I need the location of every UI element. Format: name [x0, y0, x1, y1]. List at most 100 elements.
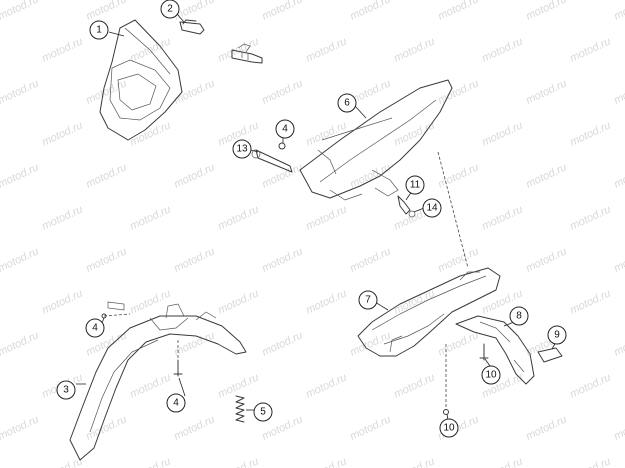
callout-14: 14: [422, 198, 442, 218]
watermark-text: motod.ru: [40, 203, 84, 232]
callout-2-label: 2: [167, 4, 173, 15]
watermark-text: motod.ru: [260, 77, 304, 106]
mask-clip: [179, 19, 205, 35]
callout-11: 11: [405, 175, 425, 195]
callout-1: 1: [89, 20, 109, 40]
watermark-text: motod.ru: [612, 161, 625, 190]
reflector: [537, 347, 563, 363]
watermark-text: motod.ru: [568, 371, 612, 400]
watermark-text: motod.ru: [260, 245, 304, 274]
watermark-text: motod.ru: [0, 161, 41, 190]
watermark-text: motod.ru: [40, 119, 84, 148]
watermark-text: motod.ru: [392, 35, 436, 64]
watermark-text: motod.ru: [40, 35, 84, 64]
fender-nut-4-top: [278, 142, 286, 150]
watermark-text: motod.ru: [304, 119, 348, 148]
callout-10-lower: 10: [439, 418, 459, 438]
watermark-text: motod.ru: [524, 413, 568, 442]
callout-10-upper: 10: [481, 365, 501, 385]
callout-4-left: 4: [85, 318, 105, 338]
watermark-text: motod.ru: [304, 371, 348, 400]
callout-8-label: 8: [516, 311, 522, 322]
rear-side-cover: [357, 267, 501, 357]
plate-holder: [455, 315, 535, 385]
callout-5-label: 5: [260, 407, 266, 418]
watermark-text: motod.ru: [84, 161, 128, 190]
callout-3-label: 3: [63, 385, 69, 396]
watermark-text: motod.ru: [612, 77, 625, 106]
rear-fender: [299, 79, 453, 201]
watermark-text: motod.ru: [0, 245, 41, 274]
watermark-text: motod.ru: [0, 413, 41, 442]
watermark-text: motod.ru: [436, 161, 480, 190]
callout-10-upper-label: 10: [485, 370, 497, 381]
watermark-text: motod.ru: [172, 245, 216, 274]
front-fender: [69, 303, 247, 461]
watermark-text: motod.ru: [524, 245, 568, 274]
watermark-text: motod.ru: [612, 413, 625, 442]
watermark-text: motod.ru: [348, 0, 392, 23]
watermark-text: motod.ru: [260, 329, 304, 358]
watermark-text: motod.ru: [172, 77, 216, 106]
watermark-text: motod.ru: [524, 0, 568, 23]
watermark-text: motod.ru: [304, 203, 348, 232]
callout-13: 13: [232, 139, 252, 159]
callout-6-label: 6: [344, 98, 350, 109]
callout-9-label: 9: [554, 330, 560, 341]
callout-4-top: 4: [275, 119, 295, 139]
side-panel-fastener-11: [397, 195, 416, 218]
callout-4-bottom: 4: [166, 393, 186, 413]
watermark-text: motod.ru: [392, 371, 436, 400]
watermark-text: motod.ru: [612, 0, 625, 23]
callout-4-left-label: 4: [92, 323, 98, 334]
watermark-text: motod.ru: [260, 0, 304, 23]
watermark-text: motod.ru: [392, 455, 436, 468]
watermark-text: motod.ru: [480, 119, 524, 148]
watermark-text: motod.ru: [260, 161, 304, 190]
watermark-text: motod.ru: [348, 245, 392, 274]
callout-10-lower-label: 10: [443, 423, 455, 434]
watermark-text: motod.ru: [436, 329, 480, 358]
callout-13-label: 13: [236, 144, 248, 155]
watermark-text: motod.ru: [568, 119, 612, 148]
watermark-text: motod.ru: [0, 0, 41, 23]
watermark-text: motod.ru: [172, 161, 216, 190]
watermark-text: motod.ru: [40, 287, 84, 316]
watermark-text: motod.ru: [172, 413, 216, 442]
watermark-text: motod.ru: [84, 0, 128, 23]
watermark-text: motod.ru: [128, 455, 172, 468]
watermark-text: motod.ru: [216, 203, 260, 232]
watermark-text: motod.ru: [392, 287, 436, 316]
callout-4-bottom-label: 4: [173, 398, 179, 409]
watermark-text: motod.ru: [348, 413, 392, 442]
watermark-text: motod.ru: [348, 161, 392, 190]
watermark-text: motod.ru: [304, 287, 348, 316]
watermark-text: motod.ru: [524, 77, 568, 106]
watermark-text: motod.ru: [84, 413, 128, 442]
callout-1-label: 1: [96, 25, 102, 36]
quick-release-fastener: [231, 43, 263, 64]
watermark-text: motod.ru: [84, 77, 128, 106]
watermark-text: motod.ru: [436, 0, 480, 23]
watermark-text: motod.ru: [0, 329, 41, 358]
fender-screw-4-bottom: [173, 340, 183, 377]
watermark-text: motod.ru: [568, 203, 612, 232]
watermark-text: motod.ru: [304, 455, 348, 468]
watermark-text: motod.ru: [0, 77, 41, 106]
screw-10-a: [479, 343, 489, 361]
watermark-text: motod.ru: [612, 245, 625, 274]
callout-4-top-label: 4: [282, 124, 288, 135]
watermark-text: motod.ru: [216, 455, 260, 468]
watermark-text: motod.ru: [84, 245, 128, 274]
callout-9: 9: [547, 325, 567, 345]
watermark-text: motod.ru: [436, 245, 480, 274]
watermark-text: motod.ru: [524, 161, 568, 190]
watermark-text: motod.ru: [392, 119, 436, 148]
watermark-text: motod.ru: [348, 329, 392, 358]
fender-screw-4-left: [101, 301, 131, 319]
callout-14-label: 14: [426, 203, 438, 214]
spring: [235, 395, 245, 423]
